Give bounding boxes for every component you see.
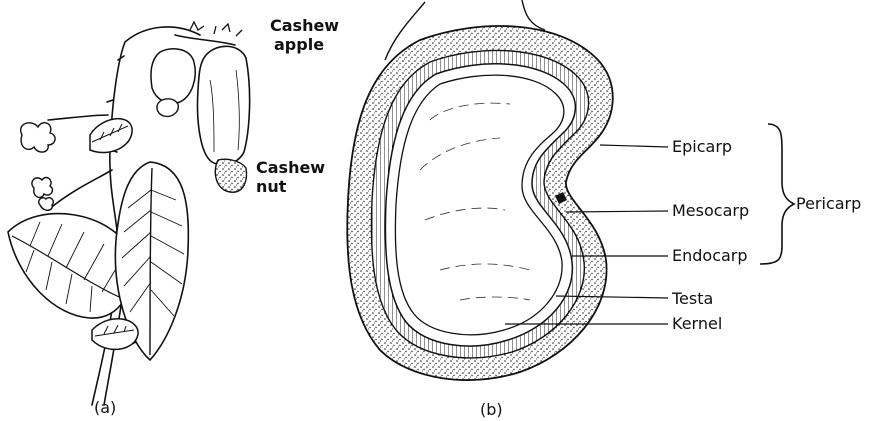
- caption-b: (b): [480, 400, 503, 419]
- cashew-apple-back: [151, 49, 195, 103]
- cashew-nut-back: [157, 99, 178, 117]
- label-pericarp: Pericarp: [796, 195, 861, 213]
- label-kernel: Kernel: [672, 315, 722, 333]
- pericarp-brace: [760, 124, 794, 264]
- cashew-apple-fruit: [198, 46, 250, 164]
- label-testa: Testa: [672, 290, 713, 308]
- leaf-bottom: [92, 319, 138, 350]
- label-endocarp: Endocarp: [672, 247, 748, 265]
- cashew-nut-fruit: [215, 159, 246, 192]
- caption-a: (a): [94, 398, 116, 417]
- label-cashew-apple: Cashew apple: [270, 16, 339, 54]
- nut-section-drawing: [347, 0, 613, 380]
- label-cashew-nut: Cashew nut: [256, 158, 325, 196]
- label-epicarp: Epicarp: [672, 138, 732, 156]
- flower-buds-left: [21, 123, 55, 211]
- label-mesocarp: Mesocarp: [672, 202, 749, 220]
- small-leaf: [90, 119, 132, 153]
- leaf-left: [8, 214, 132, 319]
